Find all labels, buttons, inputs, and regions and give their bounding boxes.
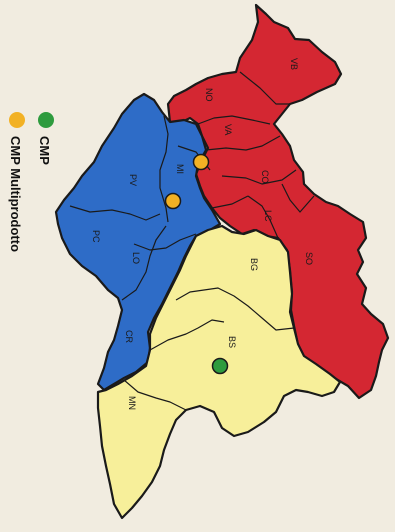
- legend-orange-dot-icon: [9, 112, 25, 128]
- region-label-va: VA: [223, 124, 233, 135]
- map-markers: [164, 153, 229, 375]
- legend-item-multi: CMP Multiprodotto: [8, 112, 25, 252]
- region-labels: VB NO VA CO LC SO MI PV PC LO CR BG BS M…: [91, 58, 314, 410]
- region-label-bg: BG: [249, 258, 259, 271]
- region-group-blue: [54, 92, 222, 392]
- marker-multi-mi-2: [164, 192, 182, 210]
- region-label-pc: PC: [91, 230, 101, 243]
- legend: CMP CMP Multiprodotto: [8, 112, 54, 252]
- region-label-vb: VB: [289, 58, 299, 70]
- region-label-mn: MN: [127, 396, 137, 410]
- region-label-lc: LC: [263, 210, 273, 222]
- legend-label-multi: CMP Multiprodotto: [8, 136, 23, 252]
- legend-label-cmp: CMP: [37, 136, 52, 165]
- marker-multi-mi-1: [192, 153, 210, 171]
- region-label-so: SO: [304, 252, 314, 265]
- region-label-no: NO: [204, 88, 214, 102]
- legend-item-cmp: CMP: [37, 112, 54, 165]
- region-label-lo: LO: [131, 252, 141, 264]
- marker-cmp-bs: [211, 357, 229, 375]
- region-label-co: CO: [260, 170, 270, 184]
- region-label-mi: MI: [175, 164, 185, 174]
- region-area-blue: [54, 92, 222, 392]
- region-label-pv: PV: [128, 174, 138, 186]
- region-label-cr: CR: [124, 330, 134, 343]
- region-label-bs: BS: [227, 336, 237, 348]
- legend-green-dot-icon: [38, 112, 54, 128]
